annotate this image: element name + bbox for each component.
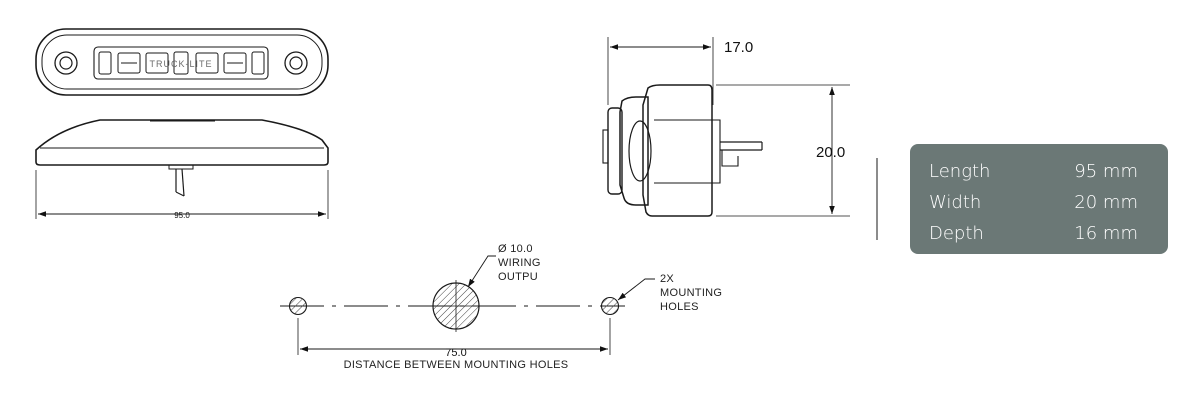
- housing-inner-outline: [41, 34, 323, 90]
- mounting-callout-count: 2X: [660, 273, 674, 285]
- led-cells: [98, 51, 265, 75]
- mounting-template: [280, 255, 655, 355]
- left-mount-boss: [54, 51, 78, 75]
- hole-distance-label: 75.0: [445, 347, 466, 359]
- spec-row-depth: Depth 16 mm: [929, 218, 1138, 249]
- length-dimension-label: 95.0: [174, 211, 190, 220]
- spec-value: 20 mm: [1074, 192, 1138, 213]
- lens-bulge: [628, 120, 652, 182]
- profile-outline: [35, 119, 329, 166]
- cable-collar: [168, 164, 194, 170]
- front-tab: [602, 129, 609, 164]
- right-mounting-hole: [600, 296, 620, 316]
- spec-row-length: Length 95 mm: [929, 156, 1138, 187]
- spec-value: 95 mm: [1074, 161, 1138, 182]
- wiring-callout-label-2: OUTPU: [498, 271, 538, 283]
- cable-wire-2: [181, 168, 185, 197]
- wiring-leader: [467, 255, 496, 288]
- mounting-callout-label-2: HOLES: [660, 301, 699, 313]
- spec-value: 16 mm: [1074, 223, 1138, 244]
- wiring-callout-diameter: Ø 10.0: [498, 243, 533, 255]
- spec-label: Length: [929, 161, 991, 182]
- brand-logo: TRUCK-LITE: [149, 59, 212, 69]
- side-profile-view: [35, 119, 329, 219]
- right-mount-hole: [289, 56, 303, 70]
- side-view: [602, 37, 878, 240]
- wiring-callout-label: WIRING: [498, 257, 541, 269]
- rear-cable-clip: [721, 150, 739, 167]
- left-mounting-hole: [288, 296, 308, 316]
- mounting-leader: [617, 278, 655, 301]
- mounting-callout-label: MOUNTING: [660, 287, 722, 299]
- right-mount-boss: [284, 51, 308, 75]
- top-view: [35, 28, 329, 96]
- left-mount-hole: [59, 56, 73, 70]
- rear-gasket: [712, 119, 721, 184]
- lens-frame: [93, 46, 269, 80]
- spec-panel: Length 95 mm Width 20 mm Depth 16 mm: [910, 144, 1168, 254]
- housing-outline: [35, 28, 329, 96]
- spec-row-width: Width 20 mm: [929, 187, 1138, 218]
- lens-outline: [619, 96, 649, 206]
- hole-distance-caption: DISTANCE BETWEEN MOUNTING HOLES: [344, 359, 569, 371]
- spec-label: Width: [929, 192, 982, 213]
- spec-label: Depth: [929, 223, 984, 244]
- depth-dimension-label: 17.0: [724, 39, 753, 56]
- height-dimension-label: 20.0: [816, 144, 845, 161]
- body-outline: [642, 84, 713, 217]
